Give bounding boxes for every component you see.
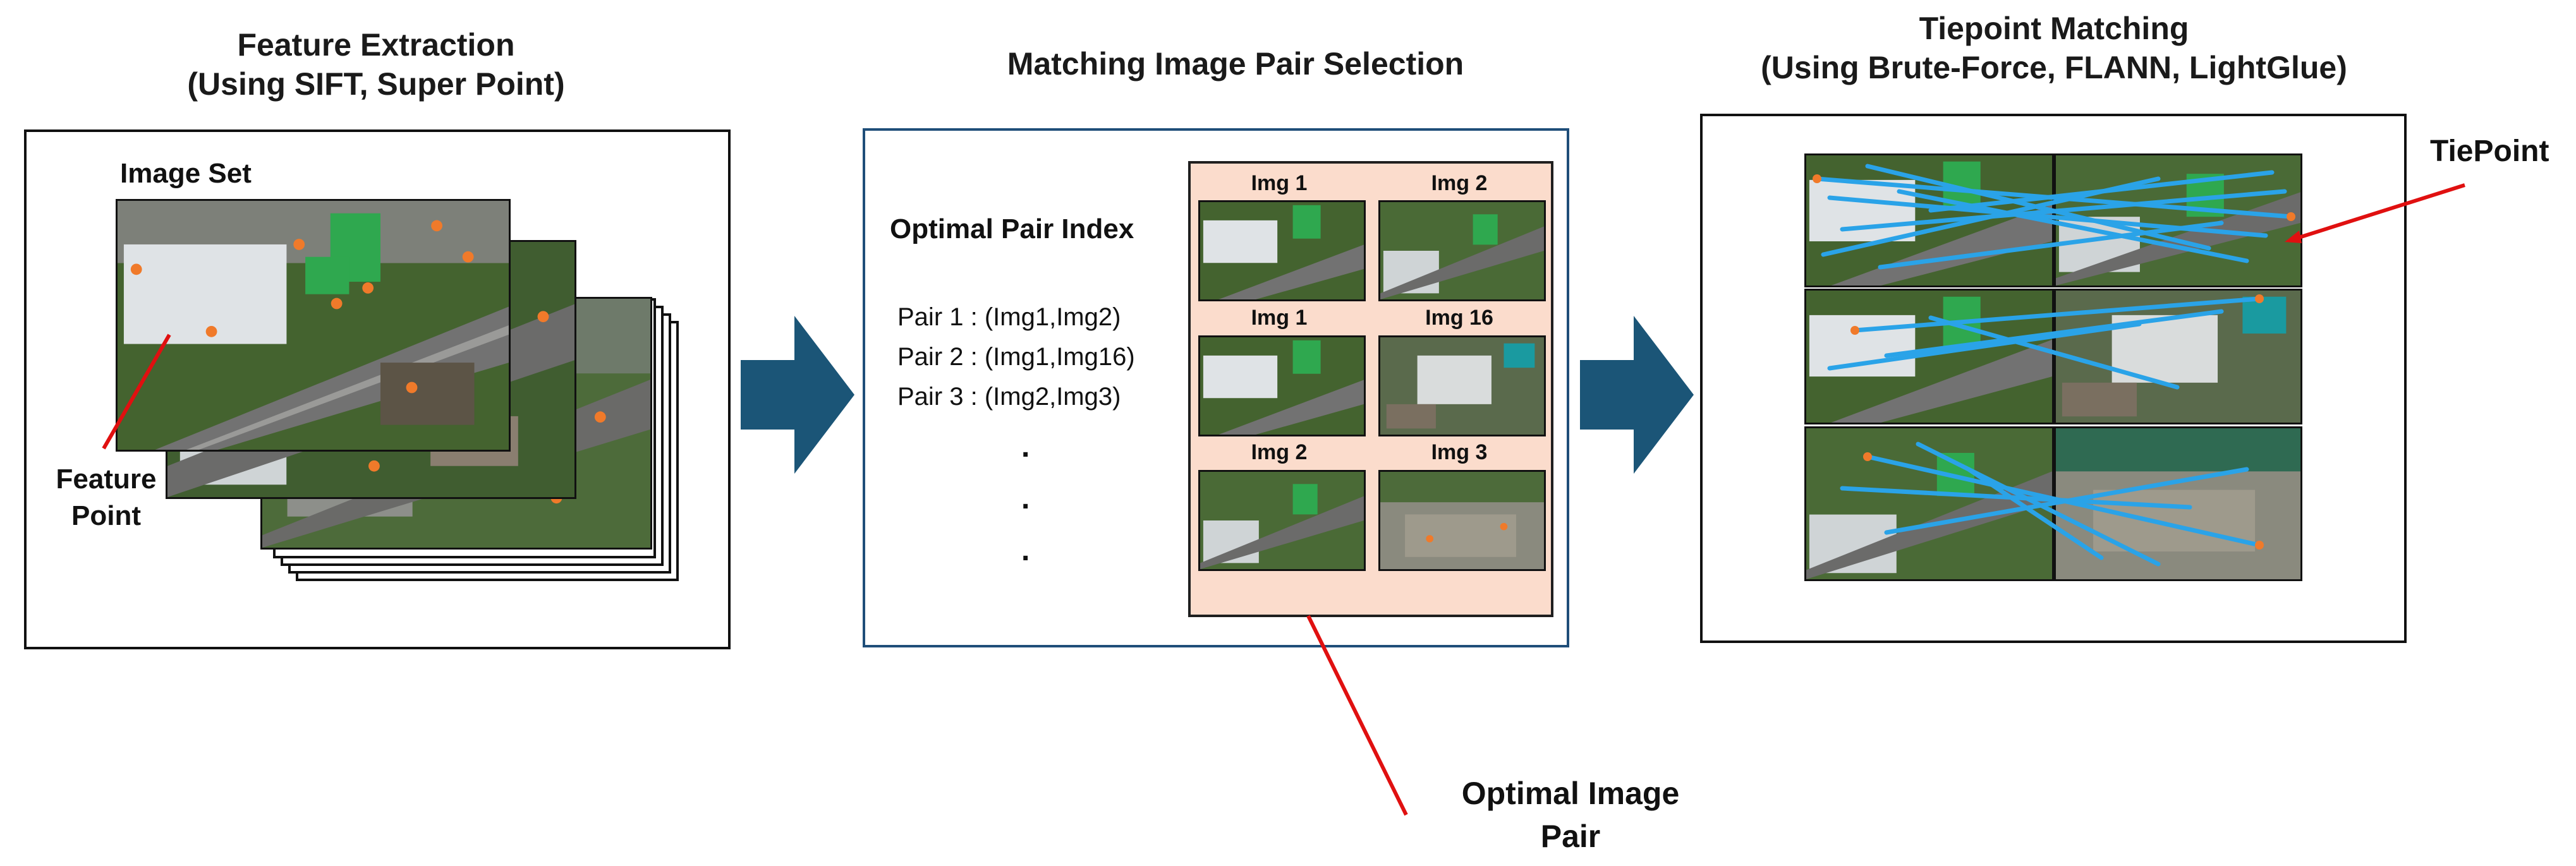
thumb-caption: Img 2 bbox=[1431, 171, 1488, 195]
ellipsis-dot: . bbox=[1021, 534, 1030, 567]
optimal-pair-box: Img 1 Img 2 Img 1 Img 16 Img 2 Img 3 bbox=[1188, 161, 1553, 617]
feature-point-label-line2: Point bbox=[71, 500, 141, 531]
pair-index-item: Pair 1 : (Img1,Img2) bbox=[897, 303, 1121, 331]
thumb-caption: Img 1 bbox=[1251, 306, 1308, 330]
pair-index-item: Pair 2 : (Img1,Img16) bbox=[897, 343, 1135, 371]
ellipsis-dot: . bbox=[1021, 430, 1030, 464]
thumb-caption: Img 2 bbox=[1251, 440, 1308, 464]
optimal-image-pair-line1: Optimal Image bbox=[1461, 776, 1680, 811]
thumb-caption: Img 3 bbox=[1431, 440, 1488, 464]
aerial-image-front[interactable] bbox=[116, 199, 511, 452]
pair-thumbnail[interactable] bbox=[1378, 470, 1546, 571]
optimal-pair-index-label: Optimal Pair Index bbox=[890, 213, 1134, 244]
pair-thumbnail[interactable] bbox=[1378, 335, 1546, 436]
feature-point-label: Feature Point bbox=[43, 461, 169, 534]
optimal-image-pair-line2: Pair bbox=[1540, 819, 1601, 854]
stage3-title-line1: Tiepoint Matching bbox=[1919, 11, 2189, 46]
stage3-title: Tiepoint Matching (Using Brute-Force, FL… bbox=[1687, 9, 2421, 87]
feature-point-callout-line bbox=[102, 334, 171, 450]
match-image bbox=[1804, 289, 2054, 424]
pair-index-item: Pair 3 : (Img2,Img3) bbox=[897, 383, 1121, 411]
match-image bbox=[1804, 426, 2054, 581]
ellipsis-dot: . bbox=[1021, 482, 1030, 515]
pair-thumbnail[interactable] bbox=[1198, 470, 1366, 571]
pair-thumbnail[interactable] bbox=[1198, 335, 1366, 436]
thumb-caption: Img 1 bbox=[1251, 171, 1308, 195]
image-set-label: Image Set bbox=[120, 158, 252, 189]
stage1-title-line1: Feature Extraction bbox=[237, 27, 515, 63]
optimal-pair-callout-line bbox=[1306, 615, 1408, 816]
optimal-image-pair-label: Optimal Image Pair bbox=[1413, 772, 1728, 858]
tiepoint-callout-line bbox=[2285, 183, 2465, 243]
stage3-title-line2: (Using Brute-Force, FLANN, LightGlue) bbox=[1761, 50, 2347, 85]
pair-thumbnail[interactable] bbox=[1378, 200, 1546, 301]
pair-thumbnail[interactable] bbox=[1198, 200, 1366, 301]
stage2-title: Matching Image Pair Selection bbox=[1007, 46, 1464, 81]
flow-arrow-2 bbox=[1580, 316, 1694, 474]
match-image bbox=[1804, 153, 2054, 287]
flow-arrow-1 bbox=[741, 316, 854, 474]
tiepoint-label: TiePoint bbox=[2430, 135, 2549, 168]
tiepoint-lines bbox=[1813, 164, 2295, 567]
stage1-title: Feature Extraction (Using SIFT, Super Po… bbox=[82, 25, 670, 104]
thumb-caption: Img 16 bbox=[1425, 306, 1493, 330]
feature-point-label-line1: Feature bbox=[56, 464, 157, 495]
stage1-title-line2: (Using SIFT, Super Point) bbox=[187, 66, 565, 102]
